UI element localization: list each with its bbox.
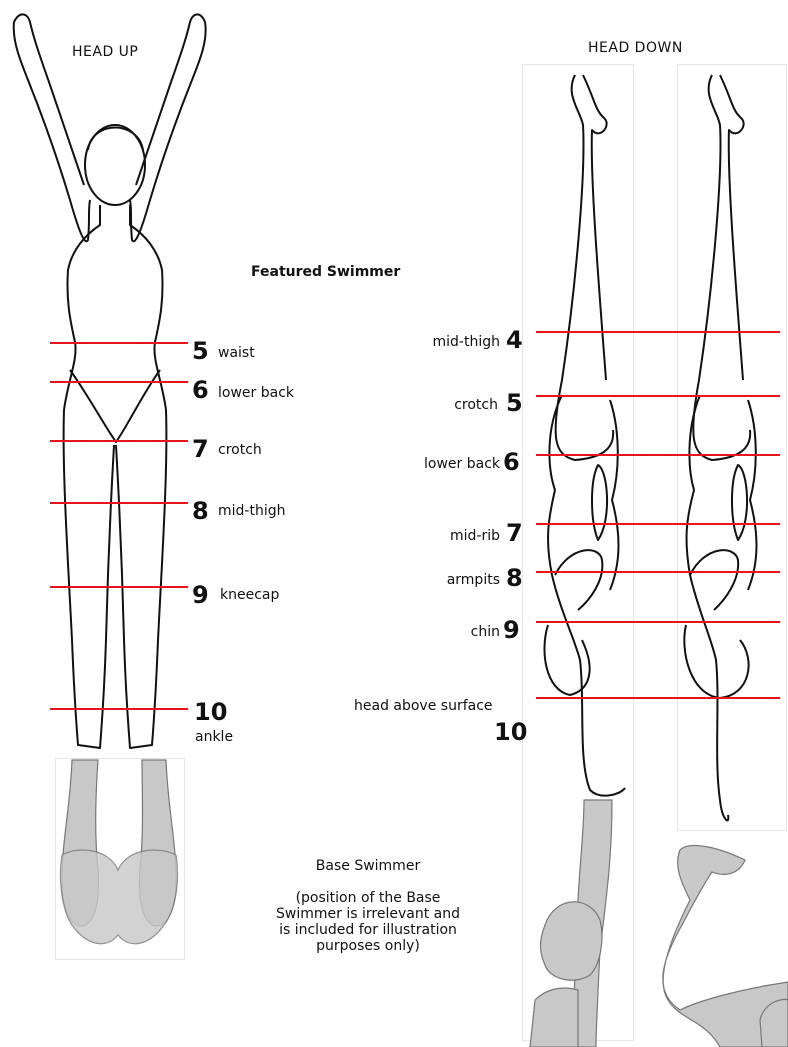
marker-line-right-7 bbox=[536, 523, 780, 525]
level-label-right-9: chin bbox=[471, 624, 500, 640]
level-number-right-6: 6 bbox=[503, 450, 520, 474]
level-label-right-4: mid-thigh bbox=[433, 334, 500, 350]
marker-line-left-7 bbox=[50, 440, 188, 442]
head-up-title: HEAD UP bbox=[72, 44, 138, 60]
marker-line-left-10 bbox=[50, 708, 188, 710]
marker-line-right-4 bbox=[536, 331, 780, 333]
marker-line-right-5 bbox=[536, 395, 780, 397]
base-swimmer-caption: Base Swimmer (position of the Base Swimm… bbox=[240, 858, 496, 954]
level-label-left-6: lower back bbox=[218, 385, 294, 401]
marker-line-left-5 bbox=[50, 342, 188, 344]
level-label-left-10: ankle bbox=[195, 729, 233, 745]
marker-line-right-6 bbox=[536, 454, 780, 456]
base-swimmer-note-line: purposes only) bbox=[240, 938, 496, 954]
base-swimmer-left bbox=[60, 760, 177, 944]
level-label-right-10: head above surface bbox=[354, 698, 493, 714]
level-number-left-10: 10 bbox=[194, 700, 227, 724]
marker-line-right-8 bbox=[536, 571, 780, 573]
base-swimmer-right bbox=[530, 800, 788, 1047]
level-number-left-8: 8 bbox=[192, 499, 209, 523]
level-number-left-6: 6 bbox=[192, 378, 209, 402]
level-label-right-7: mid-rib bbox=[450, 528, 500, 544]
level-number-left-5: 5 bbox=[192, 339, 209, 363]
level-number-right-8: 8 bbox=[506, 566, 523, 590]
level-number-right-4: 4 bbox=[506, 328, 523, 352]
base-swimmer-note-line: is included for illustration bbox=[240, 922, 496, 938]
head-down-figure-2 bbox=[684, 75, 756, 820]
level-number-right-9: 9 bbox=[503, 618, 520, 642]
head-down-title: HEAD DOWN bbox=[588, 40, 683, 56]
level-label-left-5: waist bbox=[218, 345, 255, 361]
level-number-right-5: 5 bbox=[506, 391, 523, 415]
level-number-right-7: 7 bbox=[506, 521, 523, 545]
level-label-right-8: armpits bbox=[447, 572, 500, 588]
level-number-left-7: 7 bbox=[192, 437, 209, 461]
marker-line-left-9 bbox=[50, 586, 188, 588]
base-swimmer-note-line: (position of the Base bbox=[240, 890, 496, 906]
level-number-right-10: 10 bbox=[494, 720, 527, 744]
level-label-left-7: crotch bbox=[218, 442, 262, 458]
head-down-figure-1 bbox=[544, 75, 625, 796]
level-number-left-9: 9 bbox=[192, 583, 209, 607]
featured-swimmer-label: Featured Swimmer bbox=[251, 264, 400, 280]
marker-line-right-10 bbox=[536, 697, 780, 699]
level-label-right-6: lower back bbox=[424, 456, 500, 472]
base-swimmer-note-line: Swimmer is irrelevant and bbox=[240, 906, 496, 922]
level-label-right-5: crotch bbox=[454, 397, 498, 413]
marker-line-left-6 bbox=[50, 381, 188, 383]
marker-line-right-9 bbox=[536, 621, 780, 623]
base-swimmer-title: Base Swimmer bbox=[240, 858, 496, 874]
marker-line-left-8 bbox=[50, 502, 188, 504]
level-label-left-8: mid-thigh bbox=[218, 503, 285, 519]
level-label-left-9: kneecap bbox=[220, 587, 279, 603]
